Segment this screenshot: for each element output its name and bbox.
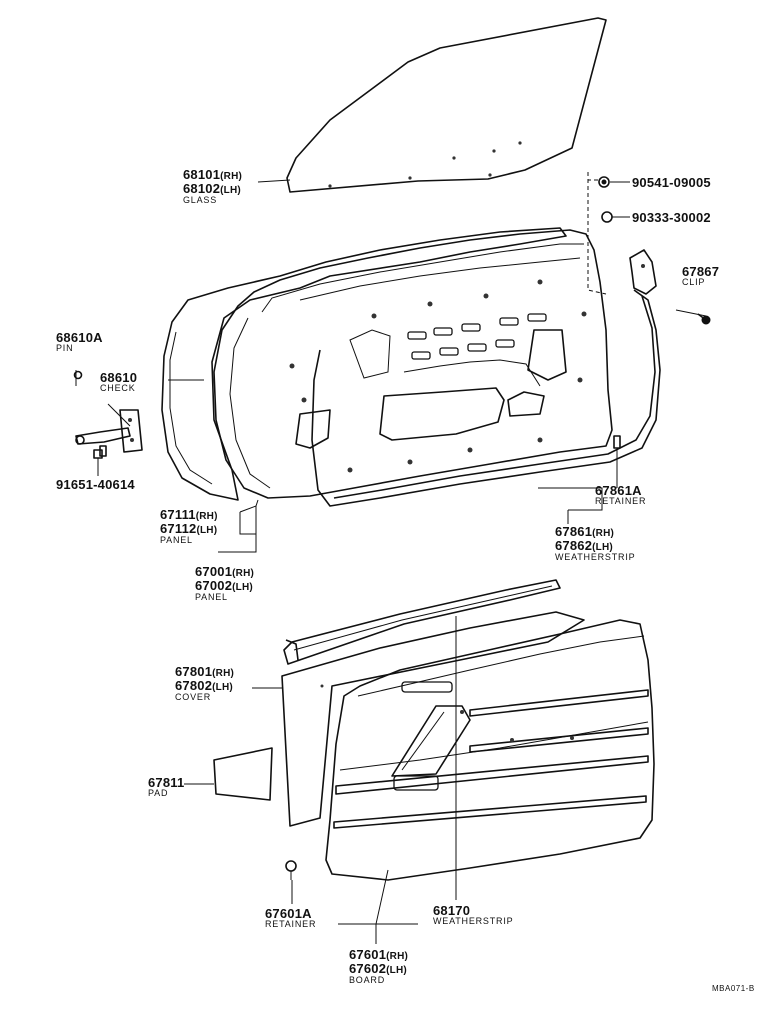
weatherstrip-door-rh-suffix: (RH)	[592, 528, 615, 539]
bolt-no: 91651-40614	[56, 477, 135, 492]
nut-90541-no: 90541-09005	[632, 175, 711, 190]
check-callout: 68610 CHECK	[100, 371, 137, 393]
clip-bracket	[629, 249, 657, 295]
weatherstrip-door-lh-no: 67862	[555, 538, 593, 553]
board-callout: 67601(RH) 67602(LH) BOARD	[349, 948, 408, 985]
retainer-a-callout: 67861A RETAINER	[595, 484, 646, 506]
panel-callout: 67001(RH) 67002(LH) PANEL	[195, 565, 254, 602]
cover-rh-suffix: (RH)	[212, 668, 235, 679]
board-lh-no: 67602	[349, 961, 387, 976]
panel-name: PANEL	[195, 592, 228, 602]
cover-rh-no: 67801	[175, 664, 213, 679]
inner-door-panel	[213, 229, 613, 499]
glass-lh-no: 68102	[183, 181, 221, 196]
weatherstrip-door-rh-no: 67861	[555, 524, 593, 539]
door-weatherstrip	[311, 289, 661, 507]
inner-panel-rh-suffix: (RH)	[195, 511, 218, 522]
pin-no: 68610A	[56, 330, 103, 345]
check-name: CHECK	[100, 383, 136, 393]
door-check	[75, 409, 143, 453]
weatherstrip-door-name: WEATHERSTRIP	[555, 552, 636, 562]
clip-name: CLIP	[682, 277, 706, 287]
door-pad	[213, 747, 273, 801]
pin-name: PIN	[56, 343, 74, 353]
belt-weatherstrip	[283, 579, 561, 665]
pad-name: PAD	[148, 788, 169, 798]
retainer-67861a	[613, 435, 621, 456]
panel-rh-suffix: (RH)	[232, 568, 255, 579]
inner-panel-lh-suffix: (LH)	[196, 525, 218, 536]
door-glass	[286, 17, 607, 193]
retainer-a-no: 67861A	[595, 483, 642, 498]
glass-rh-no: 68101	[183, 167, 221, 182]
board-rh-no: 67601	[349, 947, 387, 962]
retainer-board-callout: 67601A RETAINER	[265, 907, 316, 929]
door-trim-board	[325, 619, 655, 881]
weatherstrip-belt-no: 68170	[433, 903, 471, 918]
pin-callout: 68610A PIN	[56, 331, 103, 353]
inner-panel-lh-no: 67112	[160, 521, 197, 536]
glass-lh-suffix: (LH)	[220, 185, 241, 196]
weatherstrip-belt-callout: 68170 WEATHERSTRIP	[433, 904, 513, 926]
board-name: BOARD	[349, 975, 386, 985]
cover-callout: 67801(RH) 67802(LH) COVER	[175, 665, 234, 702]
weatherstrip-belt-name: WEATHERSTRIP	[433, 916, 514, 926]
glass-name: GLASS	[183, 195, 218, 205]
retainer-67601a	[285, 860, 297, 880]
cover-lh-suffix: (LH)	[212, 682, 233, 693]
glass-rh-suffix: (RH)	[220, 171, 243, 182]
board-lh-suffix: (LH)	[386, 965, 407, 976]
clip-no: 67867	[682, 264, 720, 279]
weatherstrip-door-lh-suffix: (LH)	[592, 542, 613, 553]
washer-90333-no: 90333-30002	[632, 210, 711, 225]
door-cover	[281, 611, 585, 827]
panel-lh-no: 67002	[195, 578, 233, 593]
pad-no: 67811	[148, 775, 185, 790]
check-no: 68610	[100, 370, 138, 385]
panel-lh-suffix: (LH)	[232, 582, 253, 593]
panel-rh-no: 67001	[195, 564, 233, 579]
outer-door-panel	[161, 227, 567, 501]
figure-code: MBA071-B	[712, 984, 755, 993]
cover-name: COVER	[175, 692, 212, 702]
glass-callout: 68101(RH) 68102(LH) GLASS	[183, 168, 242, 205]
inner-panel-name: PANEL	[160, 535, 193, 545]
nut-90541	[598, 176, 610, 188]
pad-callout: 67811 PAD	[148, 776, 184, 798]
retainer-board-name: RETAINER	[265, 919, 317, 929]
weatherstrip-door-callout: 67861(RH) 67862(LH) WEATHERSTRIP	[555, 525, 635, 562]
bolt-91651	[93, 445, 107, 459]
washer-90333	[601, 211, 613, 223]
retainer-a-name: RETAINER	[595, 496, 647, 506]
inner-panel-callout: 67111(RH) 67112(LH) PANEL	[160, 508, 218, 545]
cover-lh-no: 67802	[175, 678, 213, 693]
clip-callout: 67867 CLIP	[682, 265, 719, 287]
board-rh-suffix: (RH)	[386, 951, 409, 962]
retainer-board-no: 67601A	[265, 906, 312, 921]
inner-panel-rh-no: 67111	[160, 507, 196, 522]
